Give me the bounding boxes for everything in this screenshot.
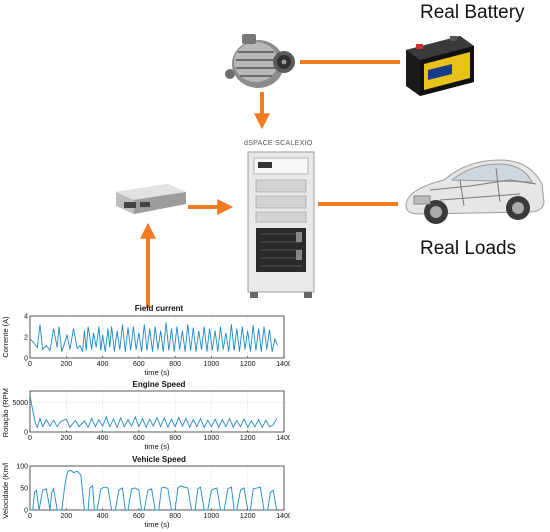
field-current-xtick-label-1: 200 bbox=[60, 361, 72, 368]
engine-speed-axes-box bbox=[29, 390, 285, 433]
field-current-xtick-label-7: 1400 bbox=[276, 361, 290, 368]
hil-rack-icon bbox=[247, 151, 315, 298]
vehicle-speed-xtick-label-3: 600 bbox=[133, 513, 145, 520]
engine-speed-xtick-label-3: 600 bbox=[133, 435, 145, 442]
plot-title-engine-speed: Engine Speed bbox=[132, 380, 186, 389]
field-current-ytick-label-2: 4 bbox=[24, 314, 28, 321]
vehicle-speed-ytick-label-1: 50 bbox=[20, 486, 28, 493]
engine-speed-xtick-label-6: 1200 bbox=[240, 435, 256, 442]
field-current-xtick-label-3: 600 bbox=[133, 361, 145, 368]
field-current-ylabel: Corrente (A) bbox=[1, 316, 10, 358]
vehicle-speed-xtick-label-5: 1000 bbox=[204, 513, 220, 520]
vehicle-speed-xtick-label-4: 800 bbox=[169, 513, 181, 520]
plot-title-field-current: Field current bbox=[134, 304, 184, 313]
engine-speed-xtick-label-7: 1400 bbox=[276, 435, 290, 442]
vehicle-speed-xtick-label-2: 400 bbox=[97, 513, 109, 520]
field-current-xtick-label-5: 1000 bbox=[204, 361, 220, 368]
engine-speed-ytick-label-0: 0 bbox=[24, 430, 28, 437]
battery-icon bbox=[406, 36, 474, 96]
engine-speed-ylabel: Rotação (RPM) bbox=[1, 388, 10, 437]
vehicle-speed-ytick-label-0: 0 bbox=[24, 508, 28, 515]
vehicle-speed-xtick-label-7: 1400 bbox=[276, 513, 290, 520]
car-icon bbox=[405, 159, 545, 224]
battery-label: Real Battery bbox=[420, 2, 525, 23]
vehicle-speed-xtick-label-6: 1200 bbox=[240, 513, 256, 520]
engine-speed-series-line bbox=[29, 395, 278, 429]
field-current-axes-box bbox=[29, 315, 285, 359]
alternator-icon bbox=[225, 34, 295, 88]
engine-speed-xtick-label-0: 0 bbox=[28, 435, 32, 442]
vehicle-speed-plot: 0 200 400 600 800 1000 1200 1400 0 50 100 time (s) V… bbox=[1, 463, 290, 529]
vehicle-speed-ytick-label-2: 100 bbox=[16, 464, 28, 471]
field-current-xtick-label-0: 0 bbox=[28, 361, 32, 368]
engine-speed-plot: 0 200 400 600 800 1000 1200 1400 0 5000 time (s) Ro… bbox=[1, 388, 290, 451]
vehicle-speed-series-line bbox=[30, 469, 278, 511]
field-current-xtick-label-4: 800 bbox=[169, 361, 181, 368]
engine-speed-ytick-label-1: 5000 bbox=[12, 400, 28, 407]
field-current-plot: 0 200 400 600 800 1000 1200 1400 0 2 4 time (s) Corr… bbox=[1, 314, 290, 378]
engine-speed-xtick-label-5: 1000 bbox=[204, 435, 220, 442]
loads-label: Real Loads bbox=[420, 238, 517, 259]
field-current-ytick-label-0: 0 bbox=[24, 356, 28, 363]
vehicle-speed-xlabel: time (s) bbox=[145, 520, 171, 529]
field-current-series-line bbox=[29, 322, 279, 352]
engine-speed-xtick-label-2: 400 bbox=[97, 435, 109, 442]
vehicle-speed-xtick-label-1: 200 bbox=[60, 513, 72, 520]
scalexio-label: dSPACE SCALEXIO bbox=[244, 140, 313, 147]
field-current-xlabel: time (s) bbox=[145, 368, 171, 377]
ecu-module-icon bbox=[116, 184, 186, 214]
engine-speed-xtick-label-1: 200 bbox=[60, 435, 72, 442]
field-current-ytick-label-1: 2 bbox=[24, 335, 28, 342]
field-current-xtick-label-6: 1200 bbox=[240, 361, 256, 368]
field-current-xtick-label-2: 400 bbox=[97, 361, 109, 368]
vehicle-speed-xtick-label-0: 0 bbox=[28, 513, 32, 520]
engine-speed-xtick-label-4: 800 bbox=[169, 435, 181, 442]
engine-speed-xlabel: time (s) bbox=[145, 442, 171, 451]
vehicle-speed-ylabel: Velocidade (Km/h) bbox=[1, 463, 10, 519]
plot-title-vehicle-speed: Vehicle Speed bbox=[132, 455, 186, 464]
